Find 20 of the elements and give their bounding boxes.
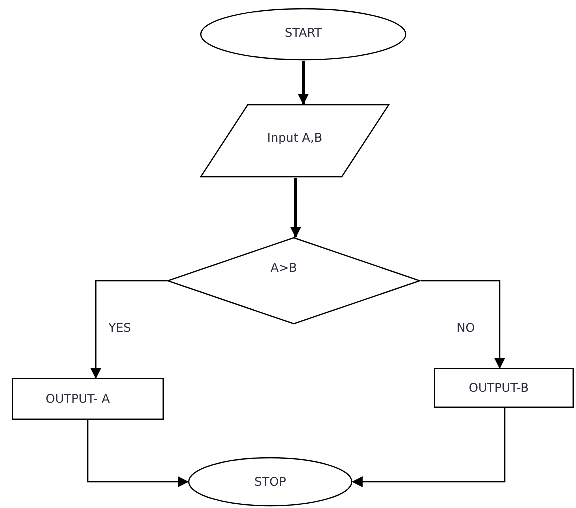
node-text: Input A,B bbox=[267, 131, 323, 145]
node-text: OUTPUT- A bbox=[46, 392, 110, 406]
terminal-oval bbox=[188, 457, 353, 507]
arrow bbox=[352, 408, 506, 488]
edge-label: YES bbox=[106, 321, 134, 335]
arrow bbox=[298, 61, 309, 106]
edge-label: NO bbox=[454, 321, 478, 335]
arrow bbox=[290, 178, 302, 238]
arrow bbox=[90, 280, 167, 380]
input-parallelogram bbox=[200, 104, 390, 178]
arrow bbox=[421, 280, 506, 370]
arrow bbox=[87, 420, 190, 488]
terminal-oval bbox=[200, 8, 407, 61]
process-box bbox=[434, 368, 574, 408]
node-text: A>B bbox=[270, 261, 298, 275]
node-text: START bbox=[284, 26, 322, 40]
node-text: OUTPUT-B bbox=[469, 381, 529, 395]
node-text: STOP bbox=[254, 475, 286, 489]
process-box bbox=[12, 378, 164, 420]
decision-diamond bbox=[167, 237, 421, 325]
